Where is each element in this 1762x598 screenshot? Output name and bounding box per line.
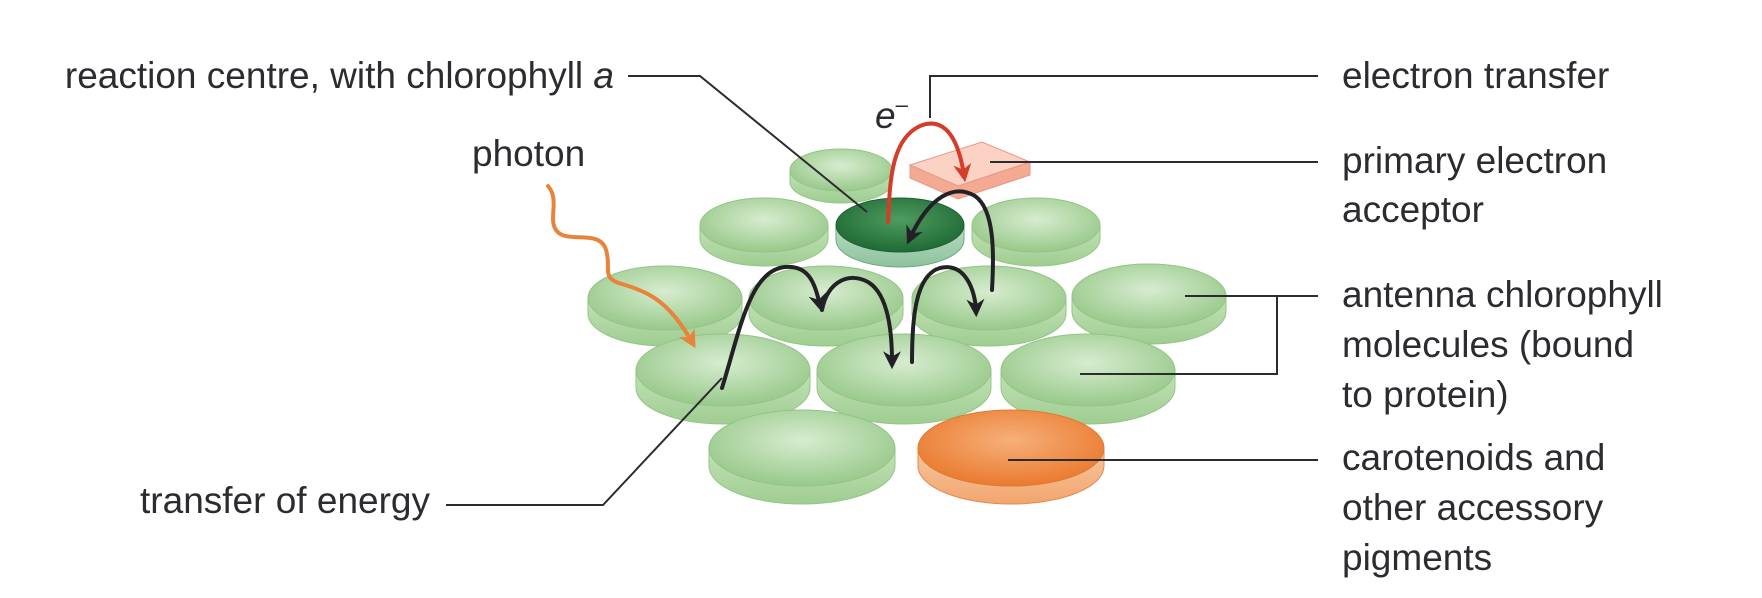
antenna-disc-row4-2 xyxy=(816,333,992,425)
label-carotenoids: carotenoids and other accessory pigments xyxy=(1342,437,1616,578)
antenna-disc-row3-1 xyxy=(587,265,743,347)
photon-arrow xyxy=(546,184,696,349)
label-photon: photon xyxy=(472,133,585,174)
antenna-disc-row3-2 xyxy=(748,265,904,347)
label-primary-acceptor: primary electron acceptor xyxy=(1342,140,1618,230)
label-antenna: antenna chlorophyll molecules (bound to … xyxy=(1342,274,1673,415)
antenna-disc-row2-left xyxy=(699,197,829,267)
energy-transfer-arrow-2 xyxy=(820,276,901,370)
label-electron-transfer: electron transfer xyxy=(1342,55,1609,96)
antenna-disc-row4-1 xyxy=(635,333,811,425)
label-transfer-energy: transfer of energy xyxy=(140,480,430,521)
leader-transfer-energy xyxy=(446,377,723,506)
label-electron-symbol: e– xyxy=(875,92,909,136)
energy-transfer-arrow-1 xyxy=(720,264,827,390)
electron-transfer-arrow xyxy=(886,121,972,224)
leader-reaction-centre xyxy=(628,75,868,213)
antenna-disc-row2-right xyxy=(971,197,1101,267)
antenna-disc-row3-4 xyxy=(1071,263,1227,345)
antenna-disc-row4-3 xyxy=(1000,333,1176,425)
reaction-centre-disc xyxy=(835,197,965,268)
antenna-disc-row1 xyxy=(789,148,893,204)
leader-antenna-bracket xyxy=(1080,296,1278,375)
primary-electron-acceptor-shape xyxy=(908,141,1032,200)
label-reaction-centre: reaction centre, with chlorophyll a xyxy=(65,55,614,96)
antenna-disc-row5 xyxy=(708,409,896,505)
energy-transfer-arrow-3 xyxy=(910,265,985,364)
leader-electron-transfer xyxy=(929,75,1318,118)
carotenoid-disc xyxy=(917,409,1105,505)
energy-transfer-arrow-4 xyxy=(906,189,996,292)
antenna-disc-row3-3 xyxy=(911,265,1067,347)
